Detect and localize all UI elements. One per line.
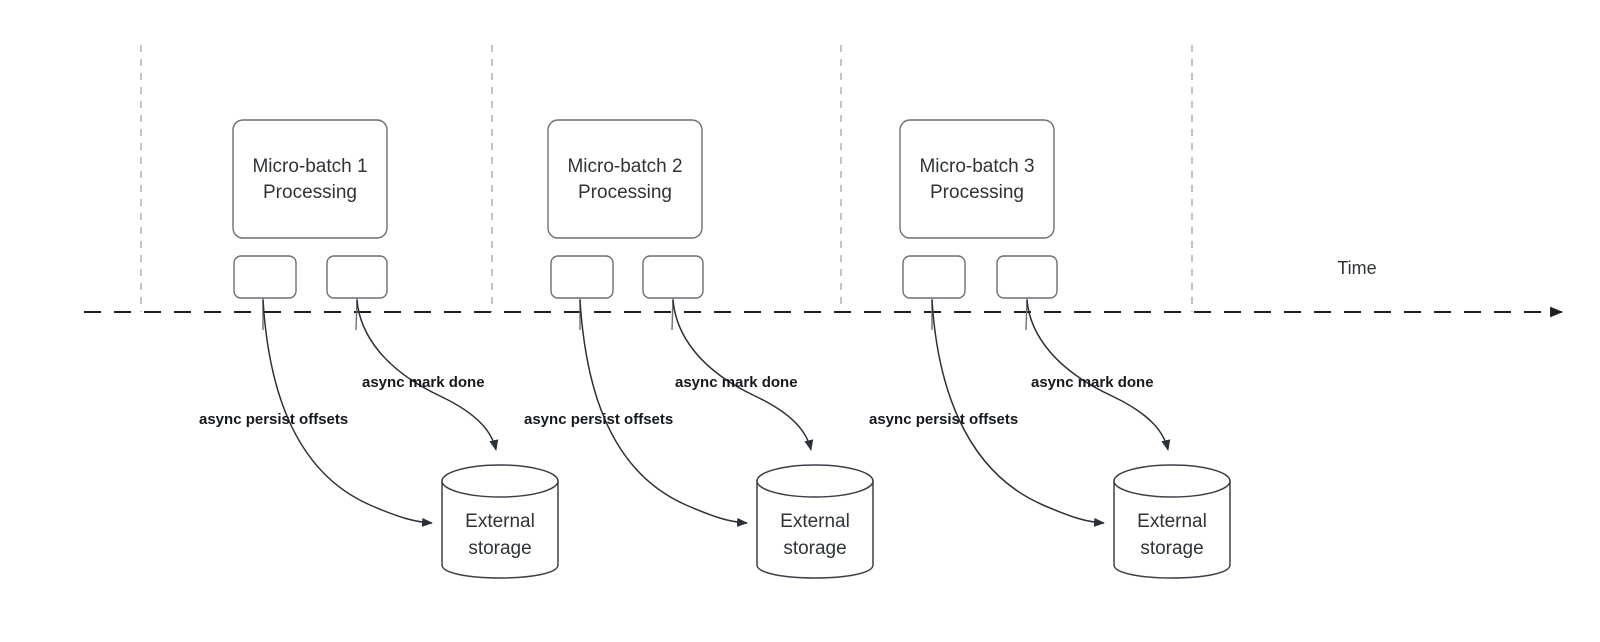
external-storage-3-top [1113,464,1231,498]
external-storage-3-line1: External [1137,511,1207,532]
micro-batch-group-3: Micro-batch 3 Processing async persist o… [869,119,1231,579]
persist-offsets-connector-1 [262,299,433,527]
processing-box-2[interactable]: Micro-batch 2 Processing [547,119,703,239]
persist-offsets-label-2: async persist offsets [524,411,673,428]
processing-box-1-rect[interactable] [232,119,388,239]
external-storage-1-line1: External [465,511,535,532]
persist-offsets-connector-3 [931,299,1105,527]
external-storage-1-top [441,464,559,498]
external-storage-1[interactable]: External storage [441,464,559,579]
external-storage-2-line1: External [780,511,850,532]
micro-batch-group-2: Micro-batch 2 Processing async persist o… [524,119,874,579]
markdone-task-box-2[interactable] [642,255,704,299]
batch-boundary-lines [140,45,1193,312]
mark-done-label-3: async mark done [1031,374,1154,391]
persist-offsets-label-3: async persist offsets [869,411,1018,428]
external-storage-3-line2: storage [1140,538,1203,559]
external-storage-1-body[interactable] [441,480,559,579]
micro-batch-group-1: Micro-batch 1 Processing async persist o… [199,119,559,579]
timeline-axis: Time [84,258,1564,318]
processing-box-3-line1: Micro-batch 3 [919,156,1034,177]
processing-box-2-line1: Micro-batch 2 [567,156,682,177]
mark-done-label-2: async mark done [675,374,798,391]
external-storage-3-body[interactable] [1113,480,1231,579]
mark-done-connector-2 [672,299,814,451]
processing-box-3[interactable]: Micro-batch 3 Processing [899,119,1055,239]
markdone-task-box-3[interactable] [996,255,1058,299]
external-storage-2-body[interactable] [756,480,874,579]
mark-done-label-1: async mark done [362,374,485,391]
processing-box-3-line2: Processing [930,182,1024,203]
processing-box-2-rect[interactable] [547,119,703,239]
timeline-label: Time [1337,258,1376,278]
external-storage-1-line2: storage [468,538,531,559]
persist-offsets-connector-2 [579,299,748,527]
processing-box-3-rect[interactable] [899,119,1055,239]
persist-task-box-1[interactable] [233,255,297,299]
processing-box-1-line1: Micro-batch 1 [252,156,367,177]
external-storage-2[interactable]: External storage [756,464,874,579]
markdone-task-box-1[interactable] [326,255,388,299]
external-storage-2-line2: storage [783,538,846,559]
persist-task-box-3[interactable] [902,255,966,299]
processing-box-2-line2: Processing [578,182,672,203]
external-storage-2-top [756,464,874,498]
external-storage-3[interactable]: External storage [1113,464,1231,579]
processing-box-1[interactable]: Micro-batch 1 Processing [232,119,388,239]
persist-offsets-label-1: async persist offsets [199,411,348,428]
persist-task-box-2[interactable] [550,255,614,299]
processing-box-1-line2: Processing [263,182,357,203]
mark-done-connector-1 [356,299,499,451]
mark-done-connector-3 [1026,299,1171,451]
